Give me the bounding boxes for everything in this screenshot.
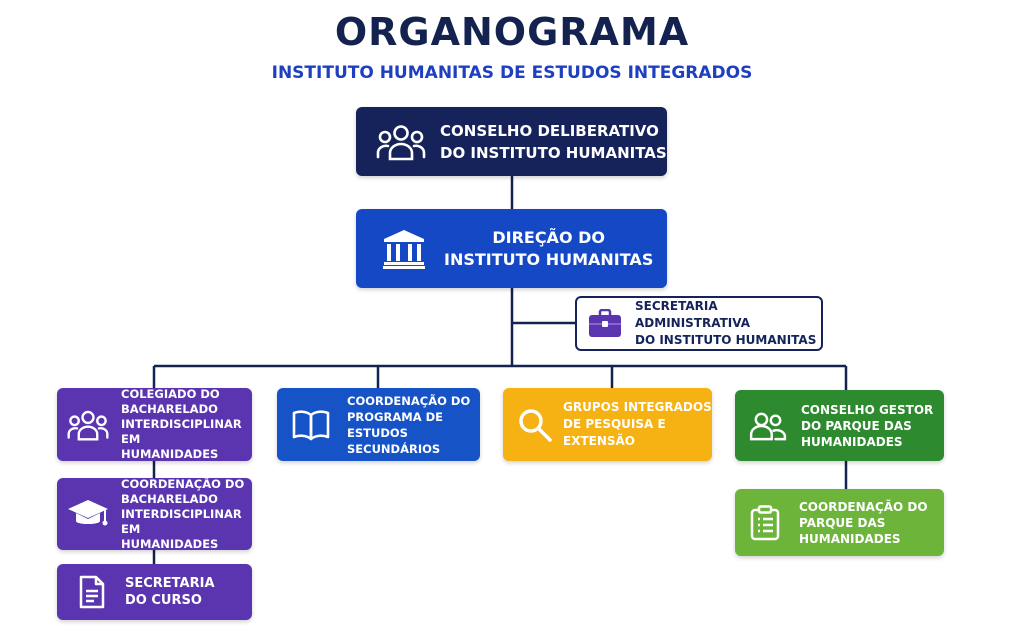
node-coordenacao-parque: COORDENAÇÃO DO PARQUE DAS HUMANIDADES — [735, 489, 944, 556]
node-label: GRUPOS INTEGRADOS DE PESQUISA E EXTENSÃO — [563, 400, 712, 448]
book-icon — [289, 409, 333, 441]
group-icon — [747, 411, 789, 441]
clipboard-icon — [747, 504, 783, 541]
document-icon — [71, 575, 113, 609]
chart-subtitle: INSTITUTO HUMANITAS DE ESTUDOS INTEGRADO… — [271, 63, 753, 83]
building-columns-icon — [382, 229, 426, 269]
node-label: COORDENAÇÃO DO BACHARELADO INTERDISCIPLI… — [121, 476, 245, 551]
briefcase-icon — [587, 308, 623, 339]
node-label: CONSELHO GESTOR DO PARQUE DAS HUMANIDADE… — [801, 402, 934, 449]
node-label: SECRETARIA DO CURSO — [125, 576, 215, 608]
search-icon — [515, 407, 555, 443]
node-conselho-deliberativo: CONSELHO DELIBERATIVO DO INSTITUTO HUMAN… — [356, 107, 667, 176]
node-label: COORDENAÇÃO DO PROGRAMA DE ESTUDOS SECUN… — [347, 393, 471, 456]
node-secretaria-curso: SECRETARIA DO CURSO — [57, 564, 252, 620]
graduation-cap-icon — [67, 498, 109, 530]
chart-title: ORGANOGRAMA — [334, 10, 690, 54]
node-label: COLEGIADO DO BACHARELADO INTERDISCIPLINA… — [121, 387, 242, 461]
node-coordenacao-programa: COORDENAÇÃO DO PROGRAMA DE ESTUDOS SECUN… — [277, 388, 480, 461]
node-coordenacao-bacharelado: COORDENAÇÃO DO BACHARELADO INTERDISCIPLI… — [57, 476, 252, 551]
node-grupos-integrados: GRUPOS INTEGRADOS DE PESQUISA E EXTENSÃO — [503, 388, 712, 461]
node-label: CONSELHO DELIBERATIVO DO INSTITUTO HUMAN… — [440, 121, 667, 162]
node-label: COORDENAÇÃO DO PARQUE DAS HUMANIDADES — [799, 499, 928, 546]
node-label: DIREÇÃO DO INSTITUTO HUMANITAS — [444, 227, 654, 269]
node-label: SECRETARIA ADMINISTRATIVA DO INSTITUTO H… — [635, 299, 817, 347]
node-secretaria-administrativa: SECRETARIA ADMINISTRATIVA DO INSTITUTO H… — [575, 296, 823, 351]
node-conselho-gestor: CONSELHO GESTOR DO PARQUE DAS HUMANIDADE… — [735, 390, 944, 461]
node-colegiado: COLEGIADO DO BACHARELADO INTERDISCIPLINA… — [57, 387, 252, 461]
group-icon — [376, 123, 426, 161]
node-direcao: DIREÇÃO DO INSTITUTO HUMANITAS — [356, 209, 667, 288]
group-icon — [67, 408, 109, 442]
